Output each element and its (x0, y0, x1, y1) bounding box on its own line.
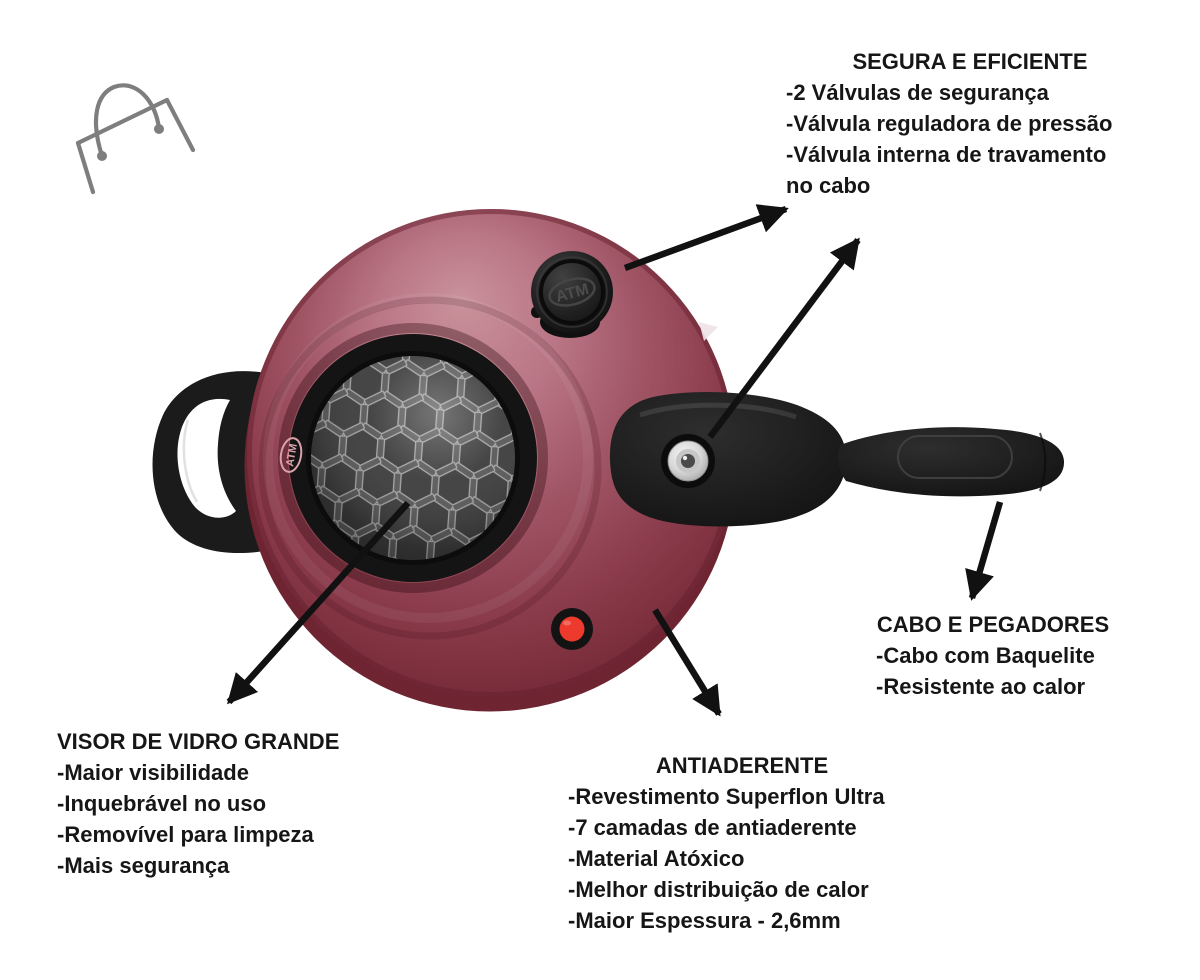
svg-text:ATM: ATM (284, 443, 300, 468)
lock-pin (661, 434, 715, 488)
annotation-handle: CABO E PEGADORES -Cabo com Baquelite -Re… (876, 609, 1110, 702)
main-handle (609, 391, 1065, 527)
arrow-to-nonstick-text (652, 608, 722, 717)
valve-knob: ATM (531, 251, 613, 338)
arrow-to-handle-text (965, 501, 1004, 601)
lid-badge: ATM (279, 437, 303, 473)
shopping-bag-icon (75, 83, 196, 195)
annotation-safety-item: -Válvula reguladora de pressão (786, 111, 1113, 136)
annotation-safety-item: -2 Válvulas de segurança (786, 80, 1049, 105)
annotation-window-title: VISOR DE VIDRO GRANDE (57, 729, 340, 754)
annotation-nonstick-title: ANTIADERENTE (655, 753, 829, 778)
arrow-pin-to-safety-text (707, 237, 861, 439)
arrow-to-safety-text (623, 204, 789, 272)
annotation-window-item: -Mais segurança (57, 853, 230, 878)
annotation-safety: SEGURA E EFICIENTE -2 Válvulas de segura… (786, 46, 1154, 201)
annotation-nonstick-item: -7 camadas de antiaderente (568, 815, 857, 840)
annotation-nonstick: ANTIADERENTE -Revestimento Superflon Ult… (568, 750, 916, 936)
annotation-nonstick-item: -Material Atóxico (568, 846, 745, 871)
annotation-safety-item: no cabo (786, 173, 871, 198)
annotation-handle-title: CABO E PEGADORES (876, 612, 1110, 637)
triangle-marker (699, 322, 718, 341)
pressure-indicator-button (551, 608, 593, 650)
annotation-handle-item: -Cabo com Baquelite (876, 643, 1095, 668)
annotation-window-item: -Maior visibilidade (57, 760, 249, 785)
annotation-safety-title: SEGURA E EFICIENTE (852, 49, 1088, 74)
annotation-nonstick-item: -Revestimento Superflon Ultra (568, 784, 885, 809)
annotation-nonstick-item: -Maior Espessura - 2,6mm (568, 908, 841, 933)
viewing-window (278, 323, 548, 593)
annotation-nonstick-item: -Melhor distribuição de calor (568, 877, 869, 902)
annotation-window-item: -Removível para limpeza (57, 822, 314, 847)
annotation-safety-item: -Válvula interna de travamento (786, 142, 1107, 167)
annotation-window-item: -Inquebrável no uso (57, 791, 267, 816)
annotation-handle-item: -Resistente ao calor (876, 674, 1086, 699)
annotation-window: VISOR DE VIDRO GRANDE -Maior visibilidad… (57, 726, 387, 881)
arrow-window-to-text (226, 500, 411, 705)
